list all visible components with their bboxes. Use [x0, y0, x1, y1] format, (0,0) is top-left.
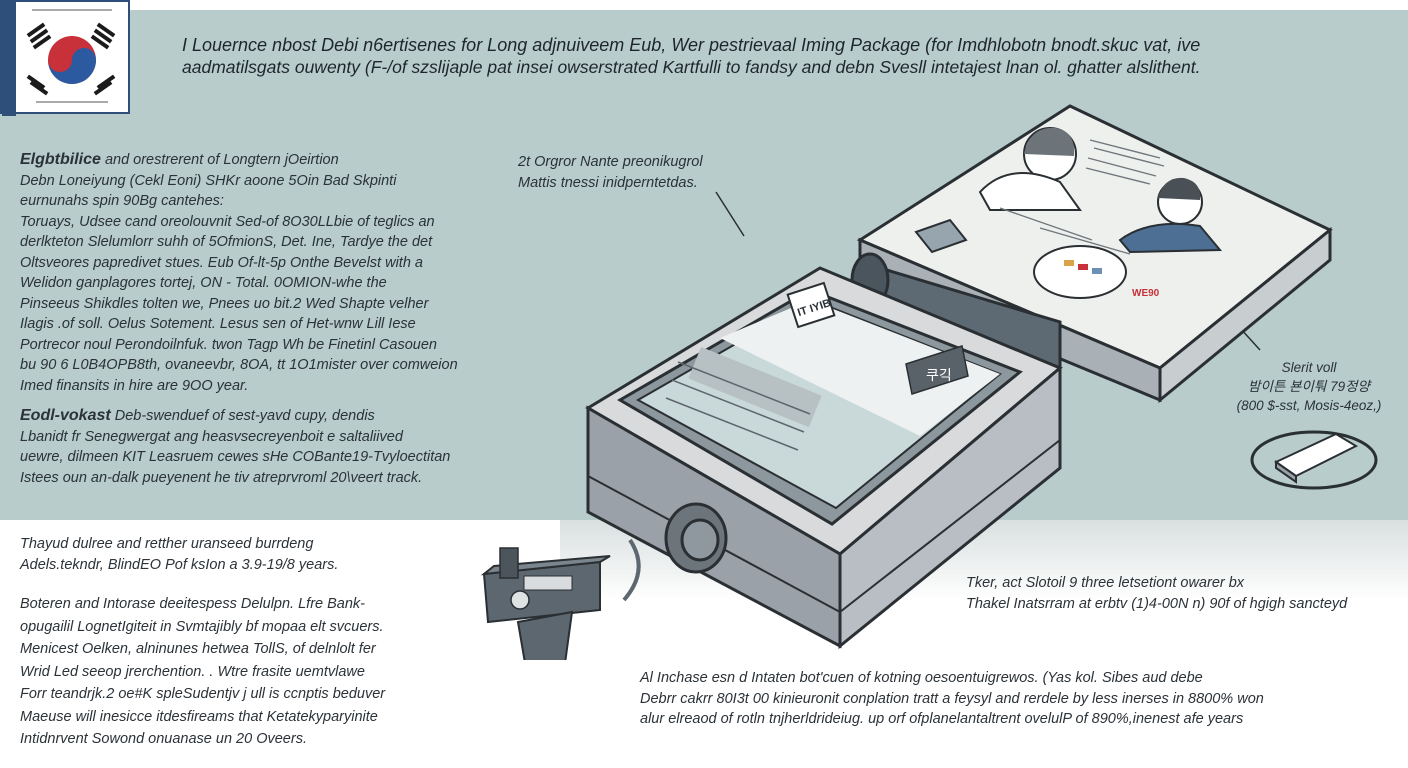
burden-line: Thayud dulree and retther uranseed burrd…	[20, 536, 314, 552]
eligibility-line: and orestrerent of Longtern jOeirtion	[104, 152, 339, 168]
bottom-block: Al Inchase esn d Intaten bot'cuen of kot…	[640, 668, 1264, 730]
interest-line: Maeuse will inesicce itdesfireams that K…	[20, 708, 378, 725]
interest-line: Menicest Oelken, alninunes hetwea TollS,…	[20, 641, 376, 657]
curved-arrow-icon	[622, 538, 641, 602]
eligibility-line: Pinseeus Shikdles tolten we, Pnees uo bi…	[20, 295, 429, 312]
eligibility-lead: Elgbtbilice	[20, 151, 101, 168]
headline: I Louernce nbost Debi n6ertisenes for Lo…	[182, 34, 1372, 78]
flag-edge-stripe	[2, 2, 16, 116]
interest-line: opugailil LognetIgiteit in Svmtajibly bf…	[20, 618, 384, 635]
usb-stick-icon	[1250, 430, 1378, 490]
eligibility-line: derlkteton Slelumlorr suhh of 5OfmionS, …	[20, 234, 433, 250]
callout-right-line: Slerit voll	[1281, 360, 1337, 375]
flag-emblem-icon	[26, 9, 116, 103]
evaluation-line: Lbanidt fr Senegwergat ang heasvsecreyen…	[20, 428, 403, 445]
callout-right-line: (800 $-sst, Mosis-4eoz,)	[1236, 398, 1382, 413]
device-badge: 쿠긱	[926, 368, 952, 384]
eligibility-line: Welidon ganplagores tortej, ON - Total. …	[20, 275, 387, 291]
evaluation-line: Istees oun an-dalk pueyenent he tiv atre…	[20, 469, 423, 486]
eligibility-block: Elgbtbilice and orestrerent of Longtern …	[20, 150, 458, 396]
callout-mid-right: Tker, act Slotoil 9 three letsetiont owa…	[966, 573, 1347, 614]
evaluation-lead: Eodl-vokast	[20, 407, 111, 424]
panel-stamp: WE90	[1132, 288, 1160, 299]
eligibility-line: eurnunahs spin 90Bg cantehes:	[20, 193, 224, 209]
interest-line: Intidnrvent Sowond onuanase un 20 Oveers…	[20, 731, 307, 747]
main-device: IT IYIB 쿠긱	[585, 266, 1063, 650]
device-illustration: WE90 IT IYIB 쿠긱	[480, 104, 1378, 660]
eligibility-line: Debn Loneiyung (Cekl Eoni) SHKr aoone 5O…	[20, 172, 397, 189]
interest-line: Wrid Led seeop jrerchention. . Wtre fras…	[20, 663, 365, 680]
callout-right-line: 밤이튼 뵨이퉈 79정양	[1248, 379, 1370, 394]
headline-line-2: aadmatilsgats ouwenty (F-/of szslijaple …	[182, 57, 1201, 77]
burden-block: Thayud dulree and retther uranseed burrd…	[20, 534, 338, 575]
burden-line: Adels.tekndr, BlindEO Pof ksIon a 3.9-19…	[20, 556, 339, 573]
callout-right: Slerit voll 밤이튼 뵨이퉈 79정양 (800 $-sst, Mos…	[1234, 358, 1384, 415]
callout-mid-right-line: Thakel Inatsrram at erbtv (1)4-00N n) 90…	[966, 595, 1348, 612]
evaluation-line: uewre, dilmeen KIT Leasruem cewes sHe CO…	[20, 449, 451, 465]
callout-top: 2t Orgror Nante preonikugrol Mattis tnes…	[518, 152, 703, 193]
callout-top-line: Mattis tnessi inidperntetdas.	[518, 174, 698, 191]
evaluation-block: Eodl-vokast Deb-swenduef of sest-yavd cu…	[20, 406, 450, 488]
lectern-icon	[480, 547, 611, 660]
eligibility-line: Oltsveores papredivet stues. Eub Of-lt-5…	[20, 254, 423, 271]
leader-line	[715, 191, 745, 237]
eligibility-line: bu 90 6 L0B4OPB8th, ovaneevbr, 8OA, tt 1…	[20, 357, 458, 373]
evaluation-line: Deb-swenduef of sest-yavd cupy, dendis	[114, 408, 375, 424]
eligibility-line: Toruays, Udsee cand oreolouvnit Sed-of 8…	[20, 213, 435, 230]
bottom-line: Al Inchase esn d Intaten bot'cuen of kot…	[640, 670, 1203, 686]
korean-flag-logo	[0, 0, 130, 116]
headline-line-1: I Louernce nbost Debi n6ertisenes for Lo…	[182, 35, 1201, 55]
eligibility-line: Ilagis .of soll. Oelus Sotement. Lesus s…	[20, 316, 416, 332]
eligibility-line: Imed finansits in hire are 9OO year.	[20, 377, 249, 394]
interest-line: Boteren and Intorase deeitespess Delulpn…	[20, 596, 365, 612]
interest-line: Forr teandrjk.2 oe#K spleSudentjv j ull …	[20, 686, 386, 702]
bottom-line: Debrr cakrr 80I3t 00 kinieuronit conplat…	[640, 690, 1264, 707]
bottom-line: alur elreaod of rotln tnjherldrideiug. u…	[640, 711, 1244, 727]
eligibility-line: Portrecor noul Perondoilnfuk. twon Tagp …	[20, 336, 437, 353]
callout-mid-right-line: Tker, act Slotoil 9 three letsetiont owa…	[966, 575, 1245, 591]
interest-block: Boteren and Intorase deeitespess Delulpn…	[20, 593, 385, 751]
callout-top-line: 2t Orgror Nante preonikugrol	[518, 154, 703, 170]
